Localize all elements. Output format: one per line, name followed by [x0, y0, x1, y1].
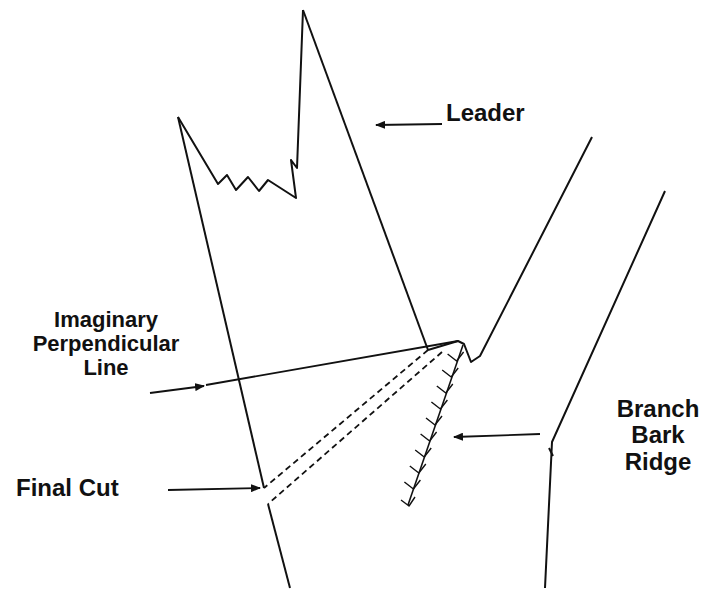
trunk-outline: [545, 191, 665, 588]
trunk-outline: [268, 504, 290, 588]
trunk-mark: [549, 448, 553, 456]
leader-outline: [303, 10, 428, 350]
part-label: Leader: [446, 100, 566, 126]
final-cut-line: [264, 350, 428, 488]
ridge-hatching: [401, 352, 464, 506]
leader-outline: [178, 117, 264, 488]
leader-arrow: [168, 488, 260, 490]
perpendicular-line: [206, 341, 458, 385]
leader-arrow: [454, 434, 540, 437]
leader-arrow: [150, 386, 204, 393]
part-label: Branch Bark Ridge: [600, 396, 716, 475]
part-label: Imaginary Perpendicular Line: [22, 308, 190, 381]
leader-arrow: [376, 124, 442, 125]
part-label: Final Cut: [16, 475, 166, 501]
branch-outline: [428, 137, 592, 362]
jagged-top: [178, 10, 303, 198]
